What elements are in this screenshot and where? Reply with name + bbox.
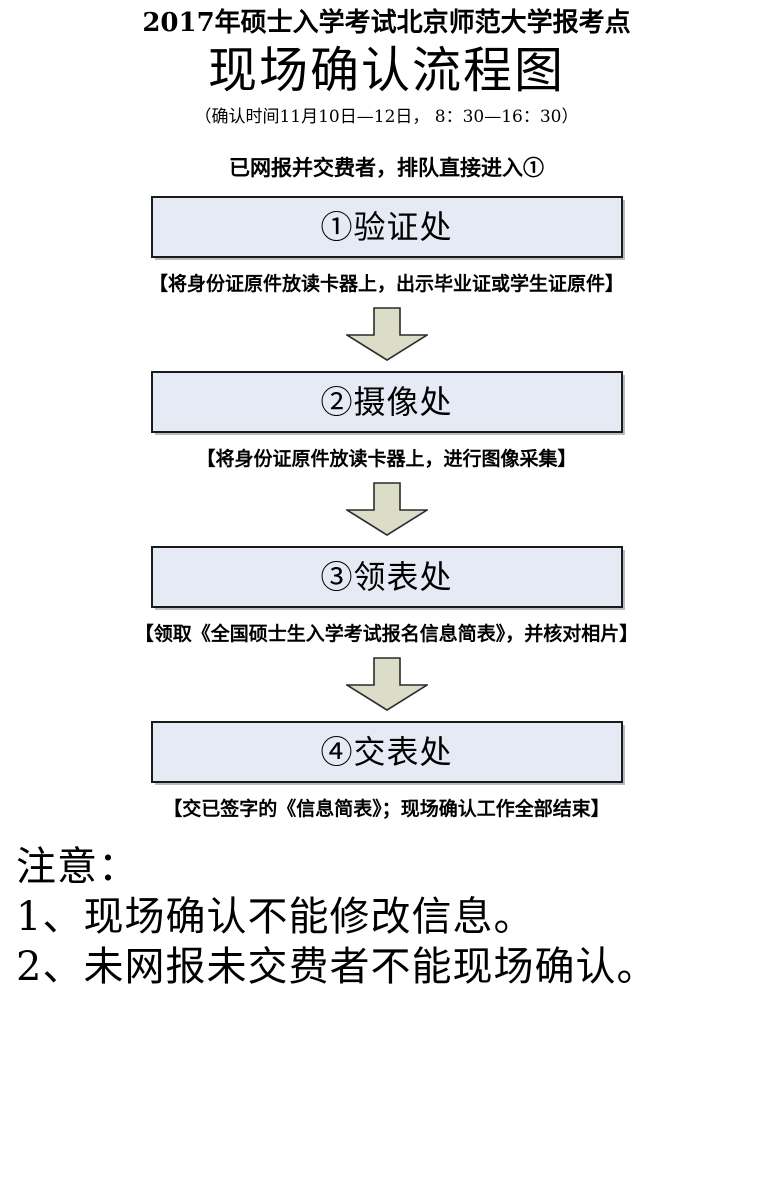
step-box-1[interactable]: ①验证处 [150,196,623,258]
process-step-4: ④交表处 【交已签字的《信息简表》；现场确认工作全部结束】 [0,721,773,822]
document-header: 2017年硕士入学考试北京师范大学报考点 现场确认流程图 （确认时间11月10日… [0,0,773,130]
step-label-4: ④交表处 [320,733,453,771]
notice-item-2: 2、未网报未交费者不能现场确认。 [16,944,658,990]
notice-block: 注意： 1、现场确认不能修改信息。 2、未网报未交费者不能现场确认。 [0,842,773,992]
connector-3-4 [0,653,773,715]
notice-item-1: 1、现场确认不能修改信息。 [16,894,535,940]
step-box-3[interactable]: ③领表处 [150,546,623,608]
down-arrow-icon [345,657,428,711]
process-step-2: ②摄像处 【将身份证原件放读卡器上，进行图像采集】 [0,371,773,472]
step-note-1: 【将身份证原件放读卡器上，出示毕业证或学生证原件】 [148,273,624,295]
page-title: 现场确认流程图 [207,42,565,99]
organization-title: 2017年硕士入学考试北京师范大学报考点 [142,8,631,38]
confirmation-time-note: （确认时间11月10日—12日， 8：30—16：30） [194,107,579,127]
step-label-3: ③领表处 [320,558,453,596]
connector-1-2 [0,303,773,365]
step-note-4: 【交已签字的《信息简表》；现场确认工作全部结束】 [163,798,610,820]
step-label-1: ①验证处 [320,208,453,246]
notice-heading: 注意： [16,844,139,890]
process-step-1: ①验证处 【将身份证原件放读卡器上，出示毕业证或学生证原件】 [0,196,773,297]
step-note-3: 【领取《全国硕士生入学考试报名信息简表》，并核对相片】 [134,623,639,645]
process-flow: ①验证处 【将身份证原件放读卡器上，出示毕业证或学生证原件】 ②摄像处 【将身份… [0,196,773,822]
down-arrow-icon [345,307,428,361]
step-note-2: 【将身份证原件放读卡器上，进行图像采集】 [196,448,577,470]
process-step-3: ③领表处 【领取《全国硕士生入学考试报名信息简表》，并核对相片】 [0,546,773,647]
step-box-2[interactable]: ②摄像处 [150,371,623,433]
step-label-2: ②摄像处 [320,383,453,421]
intro-instruction: 已网报并交费者，排队直接进入① [229,155,544,180]
down-arrow-icon [345,482,428,536]
connector-2-3 [0,478,773,540]
step-box-4[interactable]: ④交表处 [150,721,623,783]
